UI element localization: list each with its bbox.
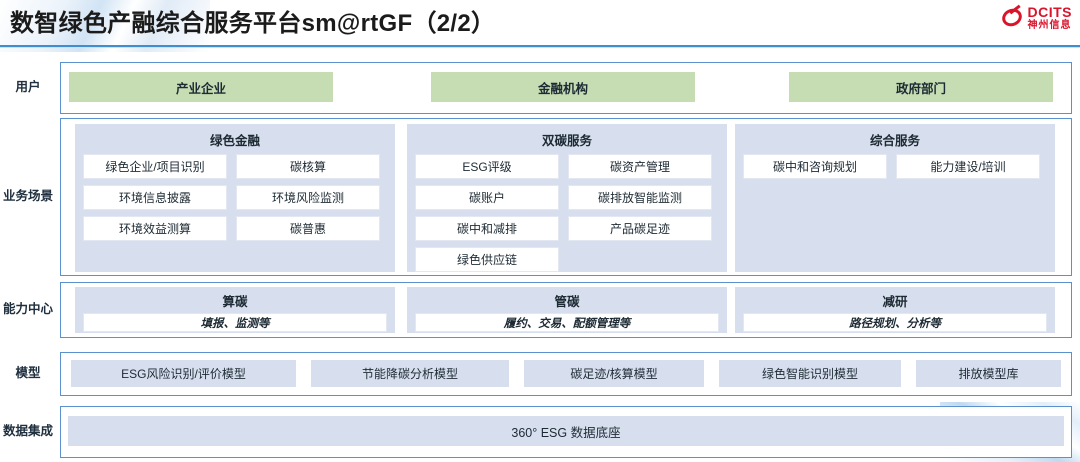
scenario-chip[interactable]: 产品碳足迹 <box>568 216 712 241</box>
model-chip-green-ai[interactable]: 绿色智能识别模型 <box>719 360 901 387</box>
capability-group-title: 算碳 <box>222 295 248 309</box>
scenario-group-comprehensive: 综合服务 碳中和咨询规划 能力建设/培训 <box>735 124 1055 272</box>
user-box-industry[interactable]: 产业企业 <box>69 72 333 102</box>
capability-group-carbon-accounting: 算碳 填报、监测等 <box>75 287 395 333</box>
scenario-chip[interactable]: 碳中和咨询规划 <box>743 154 887 179</box>
capability-group-carbon-reduction: 减研 路径规划、分析等 <box>735 287 1055 333</box>
header-divider <box>0 45 1080 47</box>
row-label-data: 数据集成 <box>2 424 53 439</box>
header-divider-soft <box>0 47 1080 48</box>
scenario-chip[interactable]: 碳账户 <box>415 185 559 210</box>
scenario-chip[interactable]: 绿色企业/项目识别 <box>83 154 227 179</box>
data-row-frame: 360° ESG 数据底座 <box>60 406 1072 458</box>
row-label-scenarios: 业务场景 <box>2 189 53 204</box>
scenario-group-title: 双碳服务 <box>541 134 592 148</box>
row-label-capability: 能力中心 <box>2 302 53 317</box>
page-header: 数智绿色产融综合服务平台sm@rtGF（2/2） DCITS 神州信息 <box>0 0 1080 46</box>
scenario-chip[interactable]: 碳资产管理 <box>568 154 712 179</box>
capability-group-carbon-management: 管碳 履约、交易、配额管理等 <box>407 287 727 333</box>
scenario-chip[interactable]: ESG评级 <box>415 154 559 179</box>
users-row-frame: 产业企业 金融机构 政府部门 <box>60 62 1072 114</box>
models-row-frame: ESG风险识别/评价模型 节能降碳分析模型 碳足迹/核算模型 绿色智能识别模型 … <box>60 352 1072 396</box>
capability-group-desc[interactable]: 路径规划、分析等 <box>743 313 1047 332</box>
scenario-chip[interactable]: 能力建设/培训 <box>896 154 1040 179</box>
user-box-government[interactable]: 政府部门 <box>789 72 1053 102</box>
scenarios-row-frame: 绿色金融 绿色企业/项目识别 碳核算 环境信息披露 环境风险监测 环境效益测算 … <box>60 118 1072 276</box>
capability-group-title: 减研 <box>882 295 908 309</box>
brand-logo: DCITS 神州信息 <box>999 4 1073 31</box>
user-box-financial[interactable]: 金融机构 <box>431 72 695 102</box>
scenario-chip[interactable]: 环境效益测算 <box>83 216 227 241</box>
logo-text-en: DCITS <box>1027 4 1072 20</box>
model-chip-carbon-footprint[interactable]: 碳足迹/核算模型 <box>524 360 704 387</box>
dcits-swirl-icon <box>999 4 1024 30</box>
data-foundation-bar[interactable]: 360° ESG 数据底座 <box>68 416 1064 446</box>
scenario-chip[interactable]: 绿色供应链 <box>415 247 559 272</box>
logo-text-cn: 神州信息 <box>1027 20 1072 31</box>
model-chip-esg-risk[interactable]: ESG风险识别/评价模型 <box>71 360 296 387</box>
model-chip-energy-saving[interactable]: 节能降碳分析模型 <box>311 360 509 387</box>
scenario-chip[interactable]: 碳中和减排 <box>415 216 559 241</box>
scenario-chip[interactable]: 环境信息披露 <box>83 185 227 210</box>
capability-group-desc[interactable]: 履约、交易、配额管理等 <box>415 313 719 332</box>
scenario-chip[interactable]: 碳普惠 <box>236 216 380 241</box>
scenario-group-green-finance: 绿色金融 绿色企业/项目识别 碳核算 环境信息披露 环境风险监测 环境效益测算 … <box>75 124 395 272</box>
capability-group-title: 管碳 <box>554 295 580 309</box>
scenario-chip[interactable]: 碳排放智能监测 <box>568 185 712 210</box>
capability-group-desc[interactable]: 填报、监测等 <box>83 313 387 332</box>
scenario-group-title: 绿色金融 <box>209 134 260 148</box>
model-chip-emission-library[interactable]: 排放模型库 <box>916 360 1061 387</box>
scenario-chip[interactable]: 碳核算 <box>236 154 380 179</box>
row-label-models: 模型 <box>15 366 41 381</box>
capability-row-frame: 算碳 填报、监测等 管碳 履约、交易、配额管理等 减研 路径规划、分析等 <box>60 282 1072 338</box>
row-label-users: 用户 <box>15 80 41 95</box>
page-title: 数智绿色产融综合服务平台sm@rtGF（2/2） <box>10 10 496 37</box>
scenario-group-title: 综合服务 <box>869 134 920 148</box>
scenario-chip[interactable]: 环境风险监测 <box>236 185 380 210</box>
scenario-group-dual-carbon: 双碳服务 ESG评级 碳资产管理 碳账户 碳排放智能监测 碳中和减排 产品碳足迹… <box>407 124 727 272</box>
